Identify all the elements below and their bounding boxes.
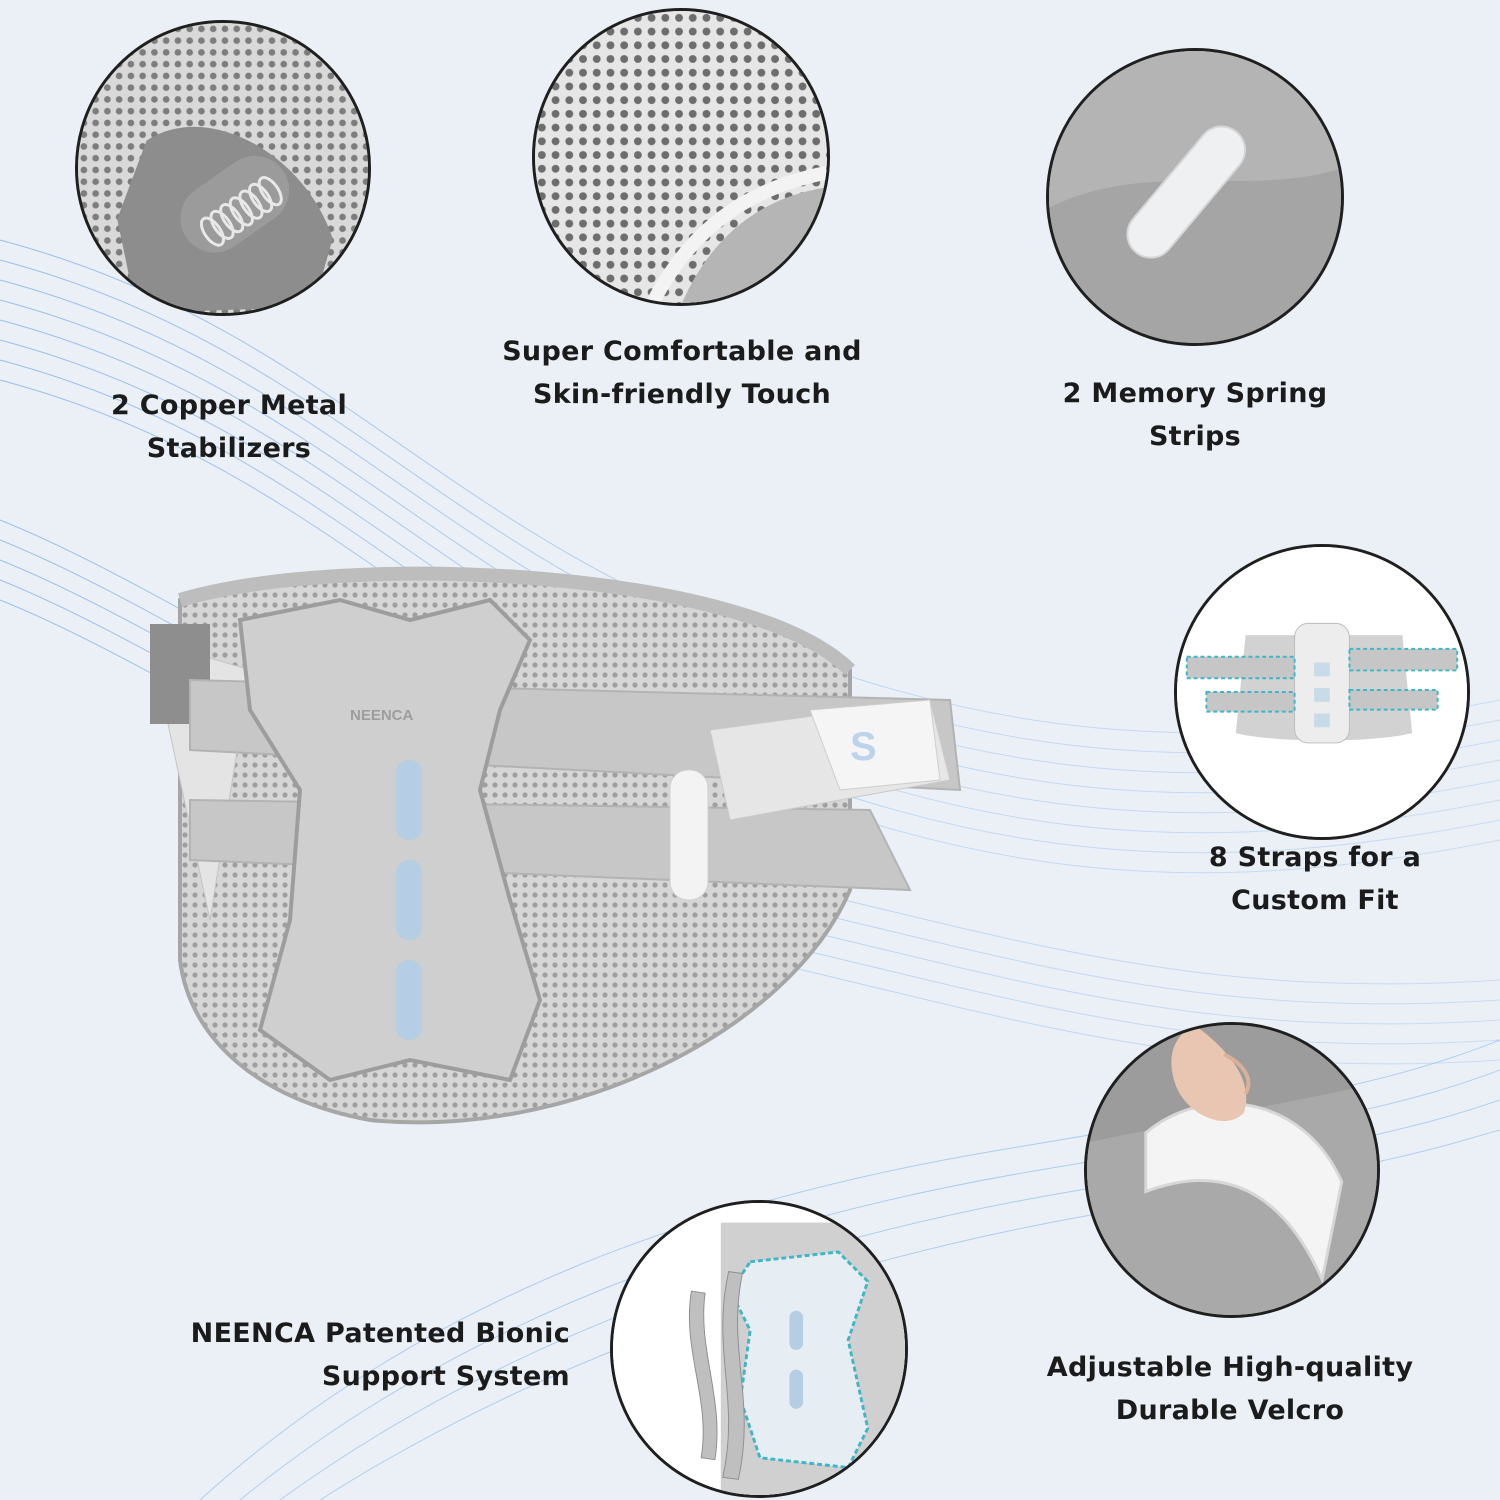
feature-caption-bionic-support: NEENCA Patented Bionic Support System (150, 1312, 570, 1398)
feature-image-straps (1174, 544, 1470, 840)
feature-image-bionic-support (610, 1200, 908, 1498)
feature-image-memory-strips (1046, 48, 1344, 346)
caption-line: Stabilizers (146, 433, 312, 464)
feature-caption-straps: 8 Straps for a Custom Fit (1160, 836, 1470, 922)
caption-line: Custom Fit (1231, 885, 1399, 916)
bionic-support-icon (613, 1203, 905, 1495)
feature-caption-memory-strips: 2 Memory Spring Strips (1040, 372, 1350, 458)
feature-caption-fabric: Super Comfortable and Skin-friendly Touc… (480, 330, 884, 416)
svg-text:S: S (850, 725, 877, 769)
caption-line: Support System (321, 1361, 570, 1392)
straps-belt-icon (1177, 547, 1467, 837)
lumbar-support-belt-icon: S NEENCA (150, 566, 962, 1125)
caption-line: NEENCA Patented Bionic (190, 1318, 570, 1349)
feature-caption-stabilizers: 2 Copper Metal Stabilizers (76, 384, 382, 470)
caption-line: Skin-friendly Touch (532, 379, 832, 410)
caption-line: 2 Copper Metal (111, 390, 347, 421)
back-brace-product: S NEENCA (150, 560, 970, 1140)
caption-line: Durable Velcro (1115, 1395, 1345, 1426)
brand-label: NEENCA (350, 707, 414, 724)
caption-line: Adjustable High-quality (1046, 1352, 1414, 1383)
caption-line: Strips (1148, 421, 1242, 452)
caption-line: 2 Memory Spring (1062, 378, 1328, 409)
feature-image-fabric (532, 8, 830, 306)
caption-line: 8 Straps for a (1208, 842, 1422, 873)
velcro-icon (1087, 1025, 1377, 1315)
mesh-fabric-icon (535, 11, 827, 303)
caption-line: Super Comfortable and (502, 336, 862, 367)
feature-caption-velcro: Adjustable High-quality Durable Velcro (1030, 1346, 1430, 1432)
memory-strip-icon (1049, 51, 1341, 343)
feature-image-stabilizers (75, 20, 371, 316)
copper-spring-stabilizer-icon (78, 23, 368, 313)
feature-image-velcro (1084, 1022, 1380, 1318)
